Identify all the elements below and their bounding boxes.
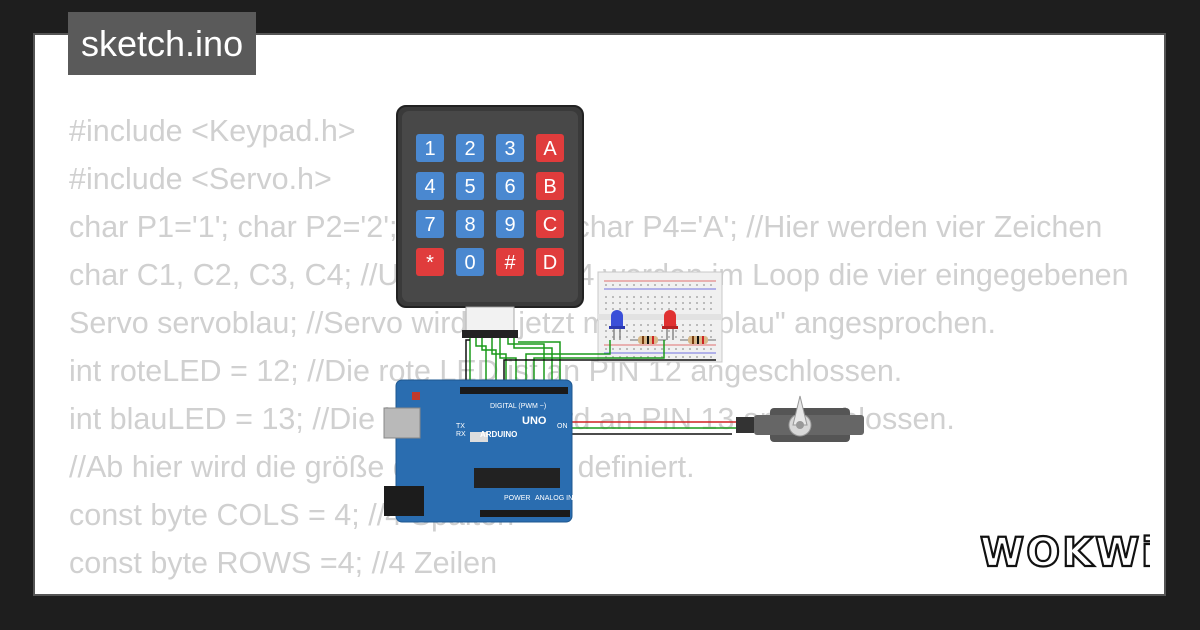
key-A[interactable]: A [536, 134, 564, 162]
key-label: 9 [504, 214, 515, 236]
power-label: POWER [504, 495, 530, 502]
key-label: A [543, 138, 557, 160]
code-line: int blauLED = 13; //Die blaue LED wird a… [69, 402, 955, 436]
key-B[interactable]: B [536, 172, 564, 200]
code-line: //Ab hier wird die größe des Keypads def… [69, 450, 695, 484]
key-5[interactable]: 5 [456, 172, 484, 200]
wokwi-wordmark: WOKWi [979, 529, 1156, 577]
led-blue[interactable] [609, 310, 625, 340]
key-label: D [543, 252, 557, 274]
key-label: 3 [504, 138, 515, 160]
key-*[interactable]: * [416, 248, 444, 276]
key-#[interactable]: # [496, 248, 524, 276]
key-6[interactable]: 6 [496, 172, 524, 200]
key-label: 0 [464, 252, 475, 274]
key-7[interactable]: 7 [416, 210, 444, 238]
key-label: 1 [424, 138, 435, 160]
key-2[interactable]: 2 [456, 134, 484, 162]
digital-header-label: DIGITAL (PWM ~) [490, 403, 546, 410]
key-label: 6 [504, 176, 515, 198]
key-label: C [543, 214, 557, 236]
servo-motor[interactable] [736, 395, 864, 442]
logo-text: WOKWi [980, 530, 1150, 576]
file-tab[interactable]: sketch.ino [68, 12, 257, 75]
code-line: byte colPins[COLS] = {5, 4, 3, 2}; //Die… [69, 587, 1130, 594]
key-label: 4 [424, 176, 435, 198]
key-label: * [426, 252, 434, 274]
code-line: const byte ROWS =4; //4 Zeilen [69, 546, 498, 580]
code-line: #include <Servo.h> [69, 162, 332, 196]
key-8[interactable]: 8 [456, 210, 484, 238]
key-0[interactable]: 0 [456, 248, 484, 276]
membrane-keypad[interactable]: 1 2 3 A 4 5 6 B 7 8 9 C * 0 # D [396, 105, 584, 338]
key-label: 8 [464, 214, 475, 236]
tx-label: TX [456, 423, 465, 430]
key-9[interactable]: 9 [496, 210, 524, 238]
code-line: #include <Keypad.h> [69, 114, 356, 148]
resistor-2[interactable] [680, 336, 716, 344]
keypad-keys: 1 2 3 A 4 5 6 B 7 8 9 C * 0 # D [416, 134, 564, 276]
breadboard-holes [605, 284, 712, 358]
key-1[interactable]: 1 [416, 134, 444, 162]
key-4[interactable]: 4 [416, 172, 444, 200]
arduino-uno[interactable]: DIGITAL (PWM ~) ARDUINO UNO ON TX RX POW… [383, 379, 573, 523]
key-label: B [543, 176, 556, 198]
code-line: const byte COLS = 4; //4 Spalten [69, 498, 515, 532]
key-D[interactable]: D [536, 248, 564, 276]
key-label: # [504, 252, 516, 274]
key-label: 5 [464, 176, 475, 198]
rx-label: RX [456, 431, 466, 438]
led-red[interactable] [662, 310, 678, 340]
key-C[interactable]: C [536, 210, 564, 238]
arduino-model: UNO [522, 415, 547, 427]
analog-label: ANALOG IN [535, 495, 573, 502]
code-line: char P1='1'; char P2='2'; char P3='3'; c… [69, 210, 1103, 244]
on-label: ON [557, 423, 568, 430]
key-3[interactable]: 3 [496, 134, 524, 162]
wokwi-logo: WOKWi [979, 528, 1156, 581]
key-label: 2 [464, 138, 475, 160]
arduino-brand: ARDUINO [480, 430, 517, 439]
key-label: 7 [424, 214, 435, 236]
